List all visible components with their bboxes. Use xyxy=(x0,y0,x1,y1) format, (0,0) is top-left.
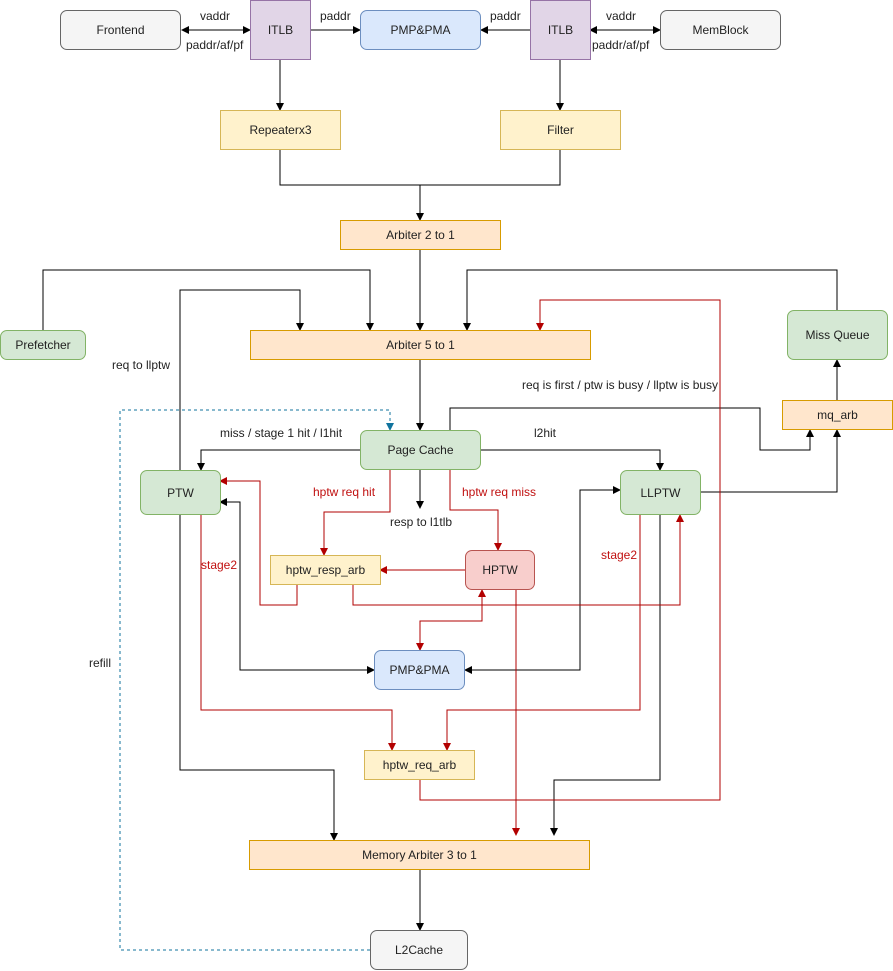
page-cache-node: Page Cache xyxy=(360,430,481,470)
pmp-top-node: PMP&PMA xyxy=(360,10,481,50)
wire-ptw-memarb xyxy=(179,515,338,841)
label-hptw-req-miss: hptw req miss xyxy=(462,485,537,499)
label-req-is-first: req is first / ptw is busy / llptw is bu… xyxy=(522,378,719,392)
wire-hptw-pmp xyxy=(416,589,486,651)
memory-arbiter-node: Memory Arbiter 3 to 1 xyxy=(249,840,590,870)
prefetcher-node: Prefetcher xyxy=(0,330,86,360)
wire-pagecache-ptw xyxy=(197,449,360,471)
pmp-mid-node: PMP&PMA xyxy=(374,650,465,690)
wire-pagecache-hptwrespach xyxy=(320,470,391,556)
mq-arb-node: mq_arb xyxy=(782,400,893,430)
label-stage2-right: stage2 xyxy=(601,548,638,562)
ptw-node: PTW xyxy=(140,470,221,515)
wire-llptw-pmp xyxy=(464,486,621,674)
wire-prefetcher-arb5 xyxy=(42,269,374,331)
l2cache-node: L2Cache xyxy=(370,930,468,970)
wire-llptw-mqarb xyxy=(700,429,841,493)
wire-filter-arb2 xyxy=(420,150,561,186)
itlb-left-node: ITLB xyxy=(250,0,311,60)
label-refill: refill xyxy=(89,656,112,670)
label-paddr-af-pf-left: paddr/af/pf xyxy=(186,38,244,52)
wire-pagecache-mqarb xyxy=(449,407,814,451)
repeater-node: Repeaterx3 xyxy=(220,110,341,150)
label-l2hit: l2hit xyxy=(534,426,557,440)
miss-queue-node: Miss Queue xyxy=(787,310,888,360)
hptw-resp-arb-node: hptw_resp_arb xyxy=(270,555,381,585)
label-paddr-right: paddr xyxy=(490,9,521,23)
wire-hptwreqarb-arb5 xyxy=(419,299,721,801)
wire-repeater-arb2 xyxy=(279,150,424,221)
wire-llptw-hptwreqarb xyxy=(443,515,641,751)
arbiter-5to1-node: Arbiter 5 to 1 xyxy=(250,330,591,360)
label-vaddr-right: vaddr xyxy=(606,9,637,23)
wire-hptwrespach-ptw xyxy=(219,477,298,606)
wire-pagecache-llptw xyxy=(481,449,664,471)
hptw-node: HPTW xyxy=(465,550,535,590)
memblock-node: MemBlock xyxy=(660,10,781,50)
filter-node: Filter xyxy=(500,110,621,150)
label-miss-stage1: miss / stage 1 hit / l1hit xyxy=(220,426,343,440)
wire-pagecache-hptw xyxy=(449,470,502,551)
label-vaddr-left: vaddr xyxy=(200,9,231,23)
wire-ptw-hptwreqarb xyxy=(200,515,396,751)
hptw-req-arb-node: hptw_req_arb xyxy=(364,750,475,780)
llptw-node: LLPTW xyxy=(620,470,701,515)
label-resp-to-l1tlb: resp to l1tlb xyxy=(390,515,453,529)
label-paddr-af-pf-right: paddr/af/pf xyxy=(592,38,650,52)
wire-ptw-arb5 xyxy=(179,289,304,470)
label-req-to-llptw: req to llptw xyxy=(112,358,171,372)
wire-missqueue-arb5 xyxy=(463,269,838,331)
wire-ptw-pmp xyxy=(219,498,375,674)
label-hptw-req-hit: hptw req hit xyxy=(313,485,376,499)
label-stage2-left: stage2 xyxy=(201,558,238,572)
frontend-node: Frontend xyxy=(60,10,181,50)
wire-llptw-memarb xyxy=(550,515,661,836)
itlb-right-node: ITLB xyxy=(530,0,591,60)
arbiter-2to1-node: Arbiter 2 to 1 xyxy=(340,220,501,250)
label-paddr-left: paddr xyxy=(320,9,351,23)
